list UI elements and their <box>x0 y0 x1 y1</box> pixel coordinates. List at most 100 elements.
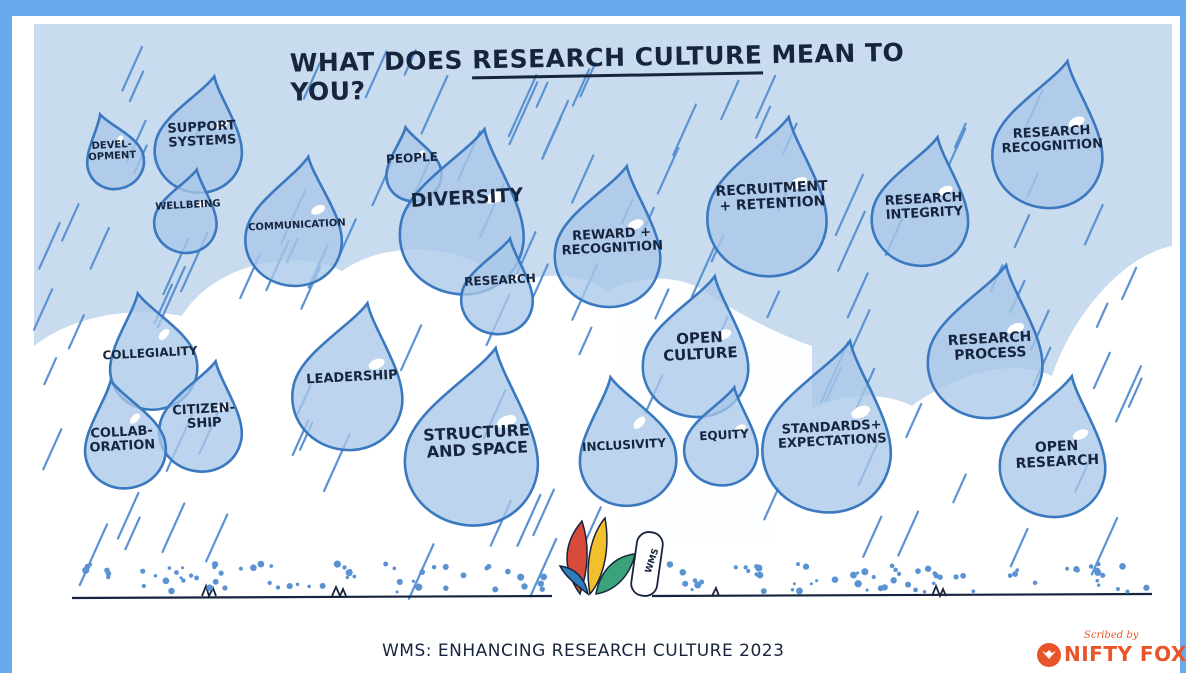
ground-dot <box>194 575 200 581</box>
ground-dot <box>392 566 397 571</box>
ground-dot <box>933 572 940 579</box>
drop-highlight <box>130 413 140 424</box>
drop-highlight <box>1007 322 1024 335</box>
drop-shape <box>157 358 244 473</box>
drop-highlight <box>851 405 871 419</box>
ground-dot <box>181 566 185 570</box>
ground-dot <box>1073 566 1080 573</box>
rain-streak <box>302 61 322 100</box>
ground-dot <box>692 578 698 583</box>
ground-dot <box>682 580 689 587</box>
ground-dot <box>931 581 936 586</box>
drop-diversity <box>398 126 526 296</box>
ground-dot <box>168 587 175 595</box>
ground-dot <box>492 586 499 593</box>
ground-dot <box>105 570 112 577</box>
rain-streak <box>571 68 591 107</box>
ground-dot <box>854 580 862 588</box>
drop-shape <box>403 344 540 527</box>
rain-streak <box>862 515 883 558</box>
rain-streak <box>516 493 542 547</box>
drop-collaboration <box>83 377 168 490</box>
drop-leadership <box>291 300 404 452</box>
rain-streak <box>654 288 670 320</box>
ground-dot <box>922 590 927 594</box>
ground-dot <box>181 578 186 583</box>
drop-highlight <box>938 185 953 196</box>
ground-dot <box>419 569 426 575</box>
drop-standards-expectations <box>761 338 893 514</box>
rain-streak <box>755 74 777 119</box>
rain-streak <box>948 127 967 166</box>
rain-streak <box>124 516 141 551</box>
drop-shape <box>998 373 1107 519</box>
ground-dot <box>790 588 795 592</box>
credit-badge: Scribed by NIFTY FOX <box>1034 630 1186 680</box>
drop-shape <box>108 290 199 411</box>
rain-streak <box>1092 351 1111 390</box>
drops-layer <box>83 58 1107 527</box>
ground-dot <box>871 574 876 580</box>
rain-streak <box>364 50 388 99</box>
drop-highlight <box>790 177 808 190</box>
drop-highlight <box>216 402 229 412</box>
ground-dot <box>893 567 898 573</box>
rain-streak <box>846 272 869 319</box>
ground-dot <box>188 573 194 578</box>
ground-dot <box>250 564 257 572</box>
ground-dot <box>218 570 224 576</box>
rain-streak <box>1095 302 1109 329</box>
rain-streak <box>61 203 80 242</box>
ground-dot <box>162 577 170 585</box>
drop-highlight <box>1068 116 1085 128</box>
ground-dots <box>82 560 1150 595</box>
ground-dot <box>1065 566 1070 571</box>
ground-dot <box>319 582 326 589</box>
rain-streak <box>1115 365 1143 423</box>
ground-dot <box>521 583 528 590</box>
drop-highlight <box>633 416 646 429</box>
scribed-by-text: Scribed by <box>1084 630 1139 641</box>
ground-dot <box>460 572 467 579</box>
drop-shape <box>459 235 535 336</box>
drop-highlight <box>215 120 228 129</box>
ground-dot <box>1012 570 1019 577</box>
ground-dot <box>796 562 800 567</box>
ground-dot <box>174 570 179 575</box>
drop-shape <box>991 58 1104 210</box>
drop-highlight <box>368 358 385 370</box>
ground-dot <box>345 575 349 580</box>
rain-streak <box>849 309 871 355</box>
ground-dot <box>333 560 342 568</box>
drop-highlight <box>497 414 517 429</box>
ground-dot <box>802 563 810 570</box>
ground-dot <box>167 566 172 570</box>
ground-dot <box>431 564 437 570</box>
drop-communication <box>244 153 344 288</box>
rain-streak <box>834 173 865 237</box>
ground-dot <box>257 560 265 568</box>
ground-dot <box>295 582 300 587</box>
drop-citizenship <box>157 358 244 473</box>
drop-highlight <box>158 328 170 340</box>
ground-dot <box>850 571 857 579</box>
ground-dot <box>442 563 449 570</box>
rain-streak <box>836 210 866 272</box>
drop-research-recognition <box>991 58 1104 210</box>
drop-shape <box>706 114 828 278</box>
frame-left <box>0 0 12 673</box>
ground-dot <box>539 586 545 592</box>
drop-shape <box>83 377 168 490</box>
ground-dot <box>348 568 353 573</box>
drop-shape <box>761 338 893 514</box>
rain-streak <box>161 502 186 554</box>
ground-dot <box>924 565 932 573</box>
fox-icon <box>1037 643 1061 667</box>
rain-streak <box>399 324 423 372</box>
drop-shape <box>244 153 344 288</box>
drop-highlight <box>485 191 504 204</box>
frame-top <box>0 0 1186 16</box>
ground-line <box>71 592 1153 600</box>
ground-dot <box>141 583 146 589</box>
drop-recruitment-retention <box>706 114 828 278</box>
